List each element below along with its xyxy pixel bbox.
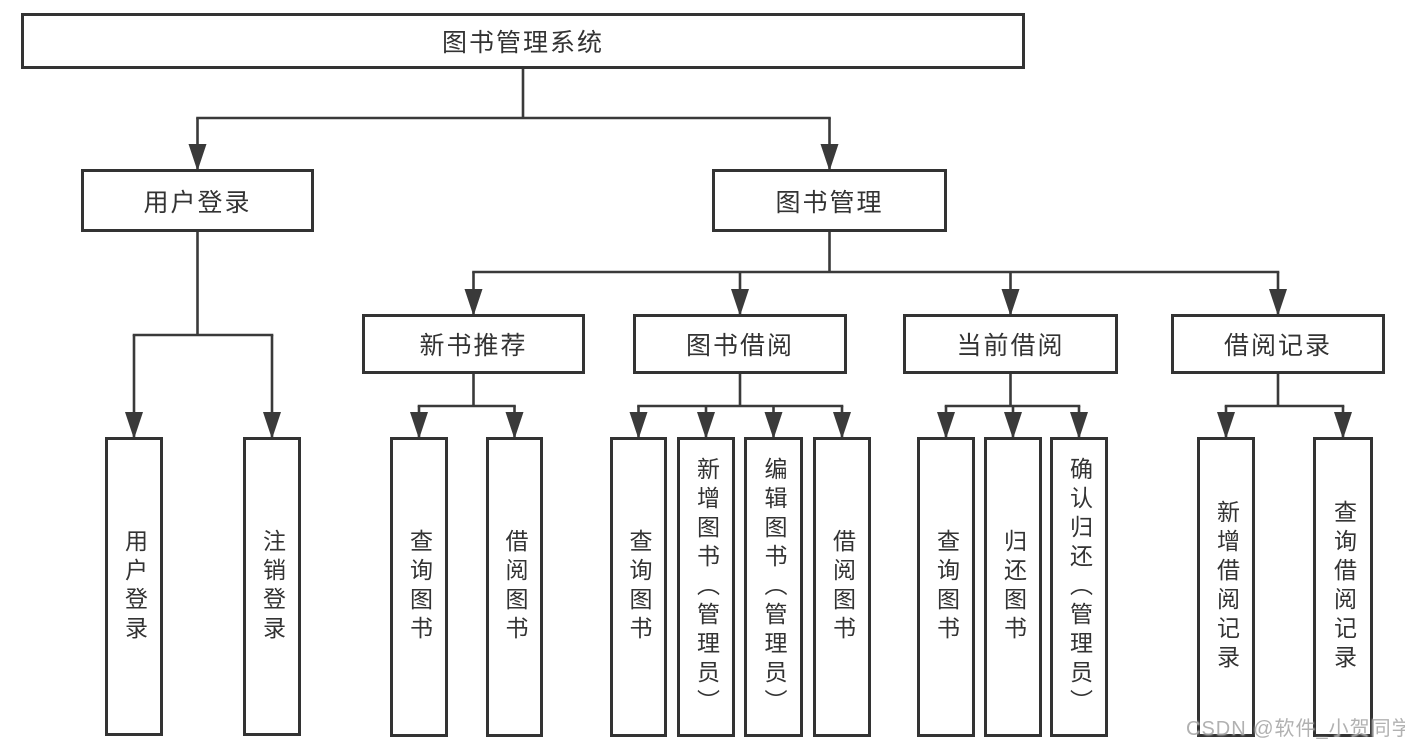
node-label: 查询图书 [933, 529, 960, 645]
node-book-mgmt: 图书管理 [712, 169, 947, 232]
node-label: 借阅图书 [829, 529, 856, 645]
node-label: 查询图书 [626, 529, 652, 645]
node-leaf-rec-query: 查询借阅记录 [1313, 437, 1373, 737]
node-leaf-cur-confirm: 确认归还（管理员） [1050, 437, 1108, 737]
node-leaf-bw-query: 查询图书 [610, 437, 667, 737]
arrowhead-icon [731, 289, 749, 316]
arrowhead-icon [263, 412, 281, 439]
arrowhead-icon [820, 144, 839, 171]
arrowhead-icon [410, 412, 428, 439]
node-leaf-bw-add: 新增图书（管理员） [677, 437, 735, 737]
node-label: 新书推荐 [419, 332, 528, 360]
arrowhead-icon [1004, 412, 1022, 439]
node-leaf-login: 用户登录 [105, 437, 163, 736]
node-new-book-rec: 新书推荐 [362, 314, 585, 374]
node-label: 新增借阅记录 [1213, 500, 1240, 674]
arrowhead-icon [1217, 412, 1235, 439]
node-label: 当前借阅 [956, 332, 1065, 360]
node-borrow-records: 借阅记录 [1171, 314, 1385, 374]
arrowhead-icon [937, 412, 955, 439]
arrowhead-icon [764, 412, 783, 439]
arrowhead-icon [188, 144, 207, 171]
node-leaf-nr-borrow: 借阅图书 [486, 437, 543, 737]
watermark: CSDN @软件_小贺同学 [1186, 718, 1405, 740]
node-label: 图书管理系统 [441, 29, 604, 57]
arrowhead-icon [1001, 289, 1020, 316]
node-leaf-nr-query: 查询图书 [390, 437, 448, 737]
node-label: 编辑图书（管理员） [761, 456, 787, 718]
node-label: 查询图书 [406, 529, 433, 645]
node-label: 图书管理 [775, 188, 884, 217]
arrowhead-icon [697, 412, 715, 439]
node-label: 借阅图书 [502, 529, 528, 645]
arrowhead-icon [505, 412, 524, 439]
node-leaf-cur-query: 查询图书 [917, 437, 975, 737]
node-label: 注销登录 [259, 528, 286, 645]
node-label: 图书借阅 [685, 332, 794, 360]
node-root: 图书管理系统 [21, 13, 1025, 69]
node-leaf-logout: 注销登录 [243, 437, 301, 736]
arrowhead-icon [629, 412, 648, 439]
arrowhead-icon [1269, 289, 1287, 316]
node-label: 用户登录 [121, 528, 148, 645]
arrowhead-icon [833, 412, 851, 439]
node-leaf-bw-edit: 编辑图书（管理员） [744, 437, 803, 737]
arrowhead-icon [1334, 412, 1352, 439]
node-leaf-rec-add: 新增借阅记录 [1197, 437, 1255, 737]
node-user-login: 用户登录 [81, 169, 314, 232]
node-label: 新增图书（管理员） [693, 456, 720, 718]
node-label: 借阅记录 [1223, 332, 1332, 360]
arrowhead-icon [1070, 412, 1088, 439]
node-label: 用户登录 [143, 188, 252, 217]
node-book-borrow: 图书借阅 [633, 314, 847, 374]
node-leaf-bw-borrow: 借阅图书 [813, 437, 871, 737]
node-current-borrow: 当前借阅 [903, 314, 1118, 374]
arrowhead-icon [125, 412, 143, 439]
node-leaf-cur-return: 归还图书 [984, 437, 1042, 737]
node-label: 归还图书 [1000, 529, 1027, 645]
node-label: 查询借阅记录 [1330, 500, 1357, 674]
arrowhead-icon [464, 289, 483, 316]
node-label: 确认归还（管理员） [1066, 456, 1093, 718]
